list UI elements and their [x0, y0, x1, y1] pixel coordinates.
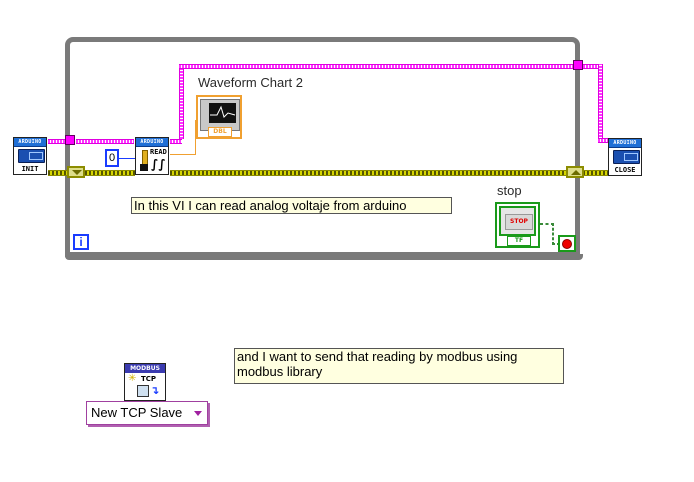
chart-trace-icon: [210, 105, 236, 118]
numeric-constant[interactable]: 0: [105, 149, 119, 167]
stop-label: stop: [497, 183, 522, 198]
modbus-tcp-vi[interactable]: MODBUS ✳ TCP ↴: [124, 363, 166, 401]
comment-modbus-send[interactable]: and I want to send that reading by modbu…: [234, 348, 564, 384]
arduino-close-vi[interactable]: ARDUINO CLOSE: [608, 138, 642, 176]
shift-register-right[interactable]: [566, 166, 584, 178]
error-wire-read-to-shift[interactable]: [170, 170, 566, 176]
arduino-banner: ARDUINO: [136, 138, 168, 147]
chart-frame: [200, 99, 240, 131]
read-label: READ: [150, 148, 167, 156]
arduino-banner: ARDUINO: [609, 139, 641, 148]
stop-button-terminal[interactable]: STOP TF: [495, 202, 540, 248]
shift-register-down-arrow-icon: [72, 170, 82, 175]
modbus-instance-ring[interactable]: New TCP Slave: [86, 401, 208, 425]
iteration-terminal: i: [73, 234, 89, 250]
comment-read-voltage[interactable]: In this VI I can read analog voltaje fro…: [131, 197, 452, 214]
dbl-wire-horizontal[interactable]: [170, 154, 196, 155]
resource-tunnel-left[interactable]: [65, 135, 75, 145]
resource-wire-to-close-top[interactable]: [583, 64, 601, 69]
stop-if-true-icon: [562, 239, 572, 249]
ring-selected-value: New TCP Slave: [91, 405, 183, 420]
error-wire-shift-to-read[interactable]: [85, 170, 135, 176]
resource-wire-read-out[interactable]: [170, 139, 182, 144]
waveform-chart-terminal[interactable]: DBL: [196, 95, 242, 139]
new-star-icon: ✳: [128, 373, 137, 384]
dropdown-arrow-icon[interactable]: [194, 411, 202, 416]
resource-wire-to-close-down[interactable]: [598, 64, 603, 140]
dbl-wire-vertical[interactable]: [195, 120, 196, 155]
tcp-label: TCP: [141, 375, 157, 383]
stop-terminal-inner: STOP: [499, 206, 536, 236]
arduino-banner: ARDUINO: [14, 138, 46, 147]
arrow-down-icon: ↴: [150, 384, 160, 397]
arduino-init-vi[interactable]: ARDUINO INIT: [13, 137, 47, 175]
tf-type-badge: TF: [507, 236, 531, 246]
arduino-board-icon: [18, 149, 45, 163]
modbus-banner: MODBUS: [125, 364, 165, 373]
resource-wire-top-run[interactable]: [179, 64, 577, 69]
resource-tunnel-right[interactable]: [573, 60, 583, 70]
init-label: INIT: [21, 165, 39, 173]
shift-register-up-arrow-icon: [571, 170, 581, 175]
chart-screen-icon: [209, 103, 236, 123]
resource-wire-close-entry[interactable]: [598, 138, 608, 143]
loop-condition-terminal[interactable]: [558, 235, 576, 252]
error-wire-shift-to-close[interactable]: [583, 170, 608, 176]
waveform-icon: ∫∫: [151, 157, 166, 171]
error-wire-init-to-shift[interactable]: [48, 170, 68, 176]
resource-wire-init-to-tunnel[interactable]: [48, 139, 68, 144]
arduino-read-vi[interactable]: ARDUINO READ ∫∫: [135, 137, 169, 175]
shift-register-left[interactable]: [67, 166, 85, 178]
stop-button-icon: STOP: [505, 214, 533, 230]
arduino-board-icon: [613, 150, 640, 164]
probe-base-icon: [140, 164, 148, 171]
dbl-type-badge: DBL: [208, 127, 232, 137]
network-icon: [137, 385, 149, 397]
boolean-wire-v[interactable]: [552, 223, 554, 245]
resource-wire-read-up[interactable]: [179, 64, 184, 139]
waveform-chart-label: Waveform Chart 2: [198, 75, 303, 90]
int-wire-const-to-read[interactable]: [119, 158, 135, 159]
close-label: CLOSE: [614, 166, 636, 174]
while-loop-bottom-edge: [65, 254, 583, 260]
resource-wire-tunnel-to-read[interactable]: [76, 139, 134, 144]
